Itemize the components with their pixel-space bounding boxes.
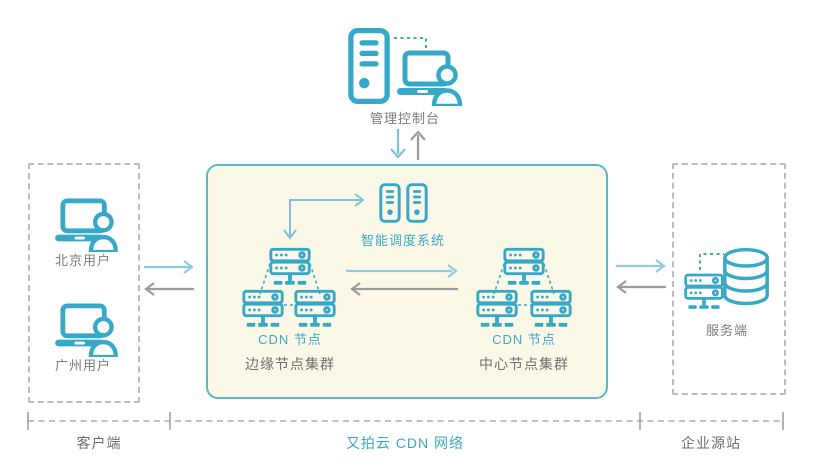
client-to-cdn-arrows-icon bbox=[144, 260, 194, 296]
origin-server-label: 服务端 bbox=[705, 323, 748, 338]
beijing-user-label: 北京用户 bbox=[54, 253, 111, 268]
scheduler-label: 智能调度系统 bbox=[360, 233, 445, 248]
edge-node-label: CDN 节点 bbox=[258, 332, 322, 347]
scheduler-server-icon bbox=[406, 182, 428, 224]
section-ruler bbox=[27, 412, 784, 430]
center-node-label: CDN 节点 bbox=[492, 332, 556, 347]
edge-node-server-icon bbox=[267, 246, 313, 287]
edge-cluster-label: 边缘节点集群 bbox=[245, 356, 335, 372]
section-label-cdn-network: 又拍云 CDN 网络 bbox=[345, 435, 465, 451]
center-node-server-icon bbox=[528, 288, 574, 329]
beijing-user-laptop-icon bbox=[54, 198, 118, 252]
section-label-client: 客户端 bbox=[76, 435, 122, 451]
arrow-down-icon bbox=[390, 129, 426, 160]
scheduler-server-icon bbox=[379, 182, 401, 224]
origin-server-icon bbox=[682, 272, 726, 311]
cluster-scheduler-connector-icon bbox=[283, 193, 365, 240]
center-cluster-label: 中心节点集群 bbox=[479, 356, 569, 372]
edge-node-server-icon bbox=[292, 288, 338, 329]
console-server-tower-icon bbox=[348, 27, 390, 105]
section-label-origin: 企业源站 bbox=[681, 435, 741, 451]
origin-database-icon bbox=[721, 247, 771, 311]
cdn-to-origin-arrows-icon bbox=[616, 259, 666, 294]
center-node-server-icon bbox=[501, 246, 547, 287]
inter-cluster-arrows-icon bbox=[346, 264, 458, 296]
console-label: 管理控制台 bbox=[369, 111, 440, 126]
center-node-server-icon bbox=[474, 288, 520, 329]
edge-node-server-icon bbox=[240, 288, 286, 329]
console-laptop-user-icon bbox=[396, 50, 462, 106]
guangzhou-user-label: 广州用户 bbox=[54, 358, 111, 373]
origin-dashed-link-icon bbox=[699, 253, 724, 270]
guangzhou-user-laptop-icon bbox=[54, 303, 118, 357]
